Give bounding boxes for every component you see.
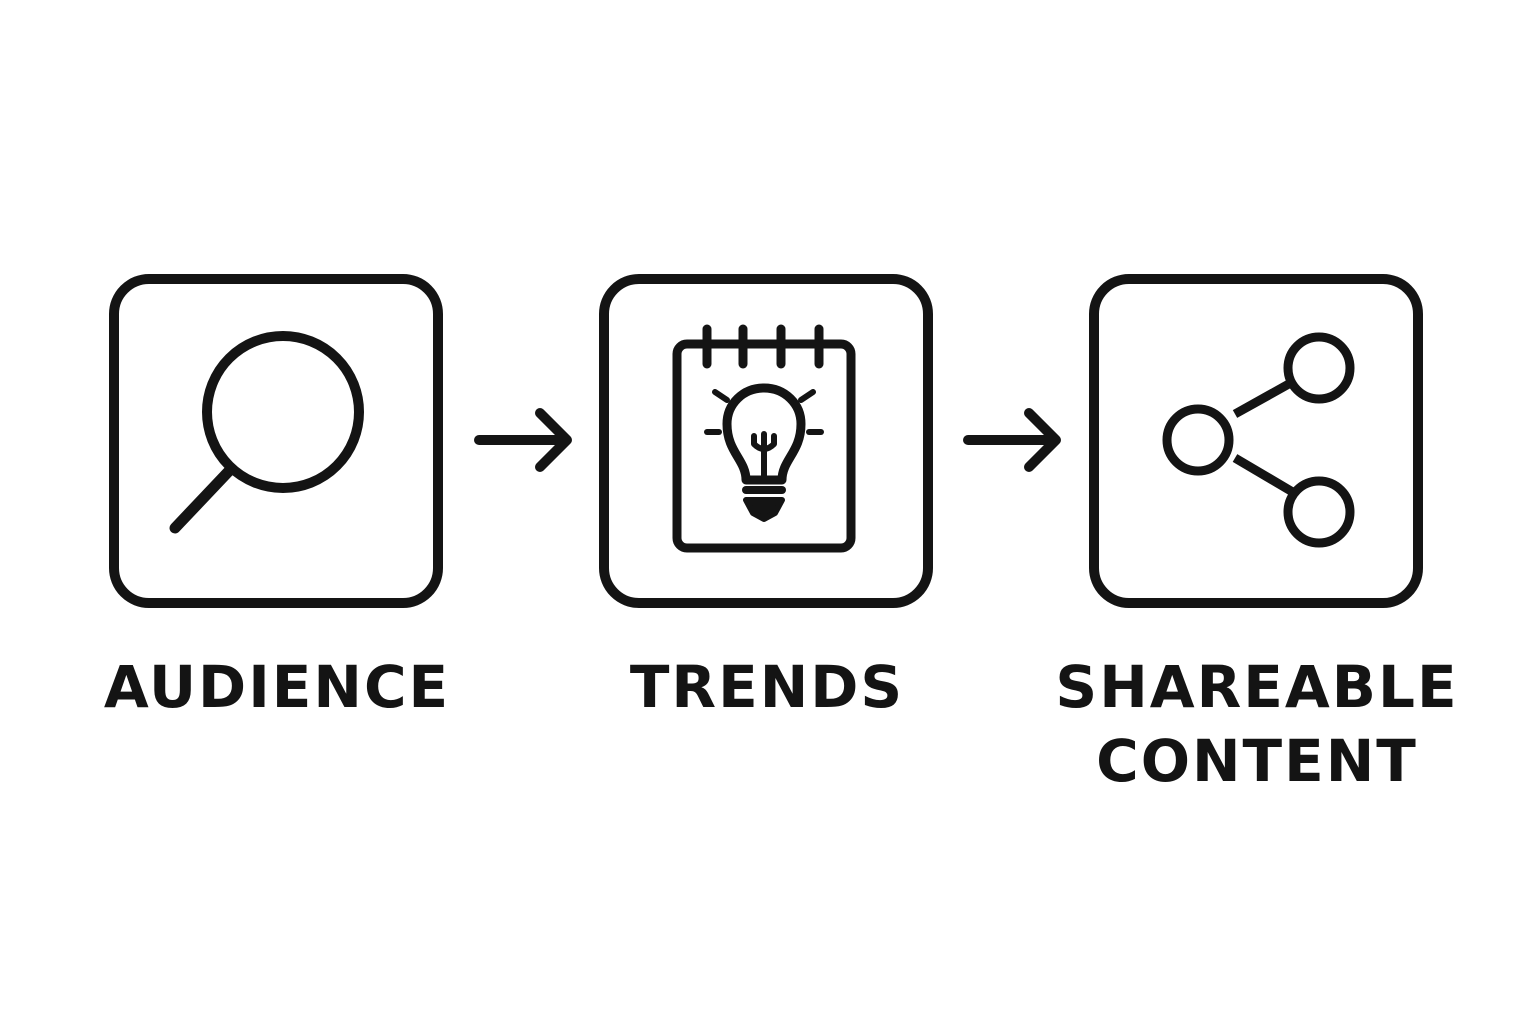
arrow-right-icon xyxy=(963,408,1061,472)
share-icon xyxy=(1162,332,1355,548)
step-trends-box xyxy=(599,274,933,608)
step-audience-label: AUDIENCE xyxy=(67,650,487,724)
arrow-right-icon xyxy=(474,408,572,472)
step-shareable-content-label: SHAREABLE CONTENT xyxy=(1047,650,1467,798)
step-audience-box xyxy=(109,274,443,608)
lightbulb-notepad-icon xyxy=(672,324,856,553)
step-shareable-content-box xyxy=(1089,274,1423,608)
magnifying-glass-icon xyxy=(169,331,364,534)
step-trends-label-text: TRENDS xyxy=(629,653,905,721)
step-shareable-content-label-line-1: SHAREABLE xyxy=(1055,653,1459,721)
step-shareable-content-label-line-2: CONTENT xyxy=(1096,727,1418,795)
step-trends-label: TRENDS xyxy=(557,650,977,724)
step-audience-label-text: AUDIENCE xyxy=(103,653,451,721)
